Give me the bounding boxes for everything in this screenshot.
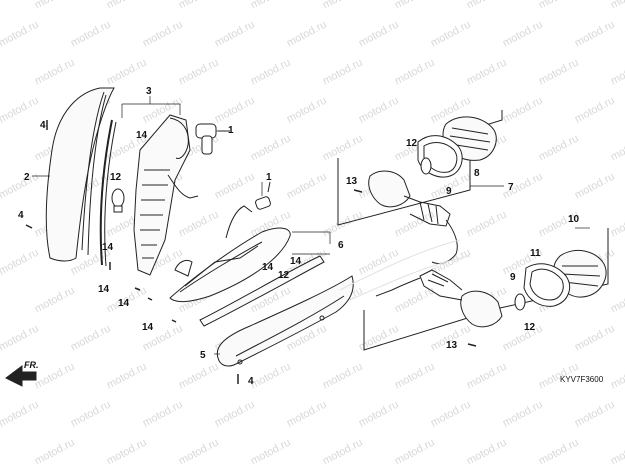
callout-4b: 4: [18, 210, 24, 221]
callout-14g: 14: [262, 262, 274, 273]
front-left-turn-signal: [169, 205, 291, 303]
turn-signal-body-right-lower: [375, 269, 503, 328]
callout-1a: 1: [228, 125, 234, 136]
faint-emblem: [339, 239, 471, 301]
callout-5: 5: [200, 350, 206, 361]
callout-12a: 12: [110, 172, 122, 183]
callout-10: 10: [568, 214, 580, 225]
bulb-12-right-upper: [420, 157, 432, 175]
callout-1b: 1: [266, 172, 272, 183]
callout-4c: 4: [248, 376, 254, 387]
callout-3: 3: [146, 86, 152, 97]
part-3-strip: [99, 119, 117, 267]
callout-6: 6: [338, 240, 344, 251]
turn-signal-body-right-upper: [368, 170, 458, 265]
part-1-socket: [195, 123, 230, 155]
screws-right: [353, 189, 477, 347]
lens-strip: [199, 255, 325, 327]
bulb-12-right-lower: [514, 293, 526, 311]
callout-9a: 9: [446, 186, 452, 197]
callout-12c: 12: [406, 138, 418, 149]
callout-11: 11: [530, 248, 541, 259]
part-9-gasket-lower: [523, 263, 570, 307]
callout-labels: 1 1 2 3 4 4 4 5 6 7 8 9 9 10 11 12 12 12…: [18, 86, 604, 387]
callout-12b: 12: [278, 270, 290, 281]
callout-14b: 14: [102, 242, 114, 253]
callout-4a: 4: [40, 120, 46, 131]
callout-14e: 14: [142, 322, 154, 333]
callout-7: 7: [508, 182, 514, 193]
leader-lines: [32, 96, 590, 355]
callout-14c: 14: [98, 284, 110, 295]
callout-12d: 12: [524, 322, 536, 333]
callout-9b: 9: [510, 272, 516, 283]
callout-13a: 13: [346, 176, 358, 187]
part-5-side-cover: [216, 275, 354, 367]
screws-left: [25, 120, 239, 384]
callout-14f: 14: [290, 256, 302, 267]
direction-label: FR.: [24, 360, 39, 370]
callout-8: 8: [474, 168, 480, 179]
front-direction-arrow: [5, 365, 37, 387]
callout-14d: 14: [118, 298, 130, 309]
bulb-12-left-upper: [111, 188, 125, 213]
part-1-socket-lower: [255, 181, 271, 210]
left-turn-signal-housing: [133, 114, 199, 276]
diagram-code: KYV7F3600: [560, 375, 604, 384]
callout-14a: 14: [136, 130, 148, 141]
part-2-cover-panel: [45, 87, 115, 262]
callout-13b: 13: [446, 340, 458, 351]
callout-2: 2: [24, 172, 30, 183]
